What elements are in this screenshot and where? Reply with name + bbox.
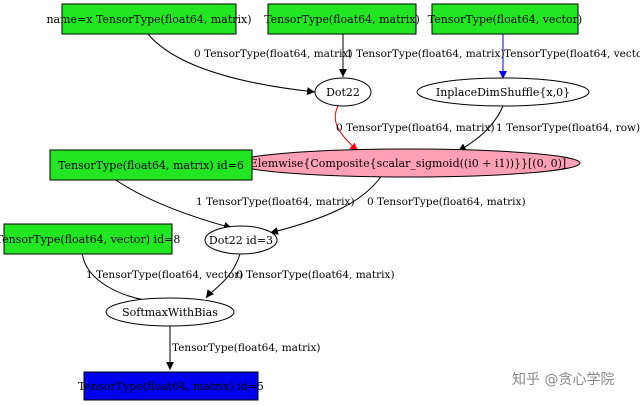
edge-x-to-dot1 xyxy=(147,33,316,96)
node-input-x-label: name=x TensorType(float64, matrix) xyxy=(46,13,251,26)
node-input-b[interactable]: TensorType(float64, vector) xyxy=(428,3,582,35)
node-dot1-label: Dot22 xyxy=(326,86,360,99)
edge-label-in8-softmax: 1 TensorType(float64, vector) xyxy=(86,269,243,281)
node-dot2-label: Dot22 id=3 xyxy=(209,234,273,247)
node-output-id5-label: TensorType(float64, matrix) id=5 xyxy=(78,380,264,393)
node-dot2[interactable]: Dot22 id=3 xyxy=(204,225,278,255)
edge-shuffle-to-elemwise xyxy=(457,105,504,152)
edge-label-x-dot1: 0 TensorType(float64, matrix) xyxy=(194,48,353,60)
node-input-x[interactable]: name=x TensorType(float64, matrix) xyxy=(46,3,252,35)
edge-label-dot2-softmax: 0 TensorType(float64, matrix) xyxy=(236,269,395,281)
node-input-w-label: TensorType(float64, matrix) xyxy=(264,13,420,26)
edge-label-elemwise-dot2: 0 TensorType(float64, matrix) xyxy=(367,196,526,208)
node-dimshuffle[interactable]: InplaceDimShuffle{x,0} xyxy=(416,77,590,107)
node-input-b-label: TensorType(float64, vector) xyxy=(428,13,582,26)
edge-label-softmax-output: TensorType(float64, matrix) xyxy=(172,342,321,354)
edge-elemwise-to-dot2 xyxy=(269,174,383,235)
node-input-id6-label: TensorType(float64, matrix) id=6 xyxy=(58,159,244,172)
node-softmax[interactable]: SoftmaxWithBias xyxy=(105,297,235,327)
edge-label-dot1-elemwise: 0 TensorType(float64, matrix) xyxy=(336,122,495,134)
node-input-w[interactable]: TensorType(float64, matrix) xyxy=(264,3,420,35)
node-softmax-label: SoftmaxWithBias xyxy=(122,306,218,319)
node-input-id6[interactable]: TensorType(float64, matrix) id=6 xyxy=(49,149,253,181)
watermark-text: 知乎 @贪心学院 xyxy=(512,371,614,388)
edge-label-w-dot1: 1 TensorType(float64, matrix) xyxy=(346,48,505,60)
edges xyxy=(81,33,507,370)
edge-in6-to-dot2 xyxy=(109,175,233,230)
node-elemwise[interactable]: Elemwise{Composite{scalar_sigmoid((i0 + … xyxy=(235,148,581,178)
node-input-id8[interactable]: TensorType(float64, vector) id=8 xyxy=(0,223,180,255)
edge-dot2-to-softmax xyxy=(205,253,241,299)
edge-label-shuffle-elemwise: 1 TensorType(float64, row) xyxy=(496,122,640,134)
edge-dot1-to-elemwise xyxy=(334,105,359,152)
edge-labels: 0 TensorType(float64, matrix) 1 TensorTy… xyxy=(86,48,640,354)
node-input-id8-label: TensorType(float64, vector) id=8 xyxy=(0,233,180,246)
node-elemwise-label: Elemwise{Composite{scalar_sigmoid((i0 + … xyxy=(250,157,566,170)
node-dot1[interactable]: Dot22 xyxy=(314,77,372,107)
edge-label-in6-dot2: 1 TensorType(float64, matrix) xyxy=(196,196,355,208)
edge-label-b-shuffle: TensorType(float64, vector) xyxy=(504,48,640,60)
node-dimshuffle-label: InplaceDimShuffle{x,0} xyxy=(436,86,570,99)
node-output-id5[interactable]: TensorType(float64, matrix) id=5 xyxy=(78,371,264,401)
